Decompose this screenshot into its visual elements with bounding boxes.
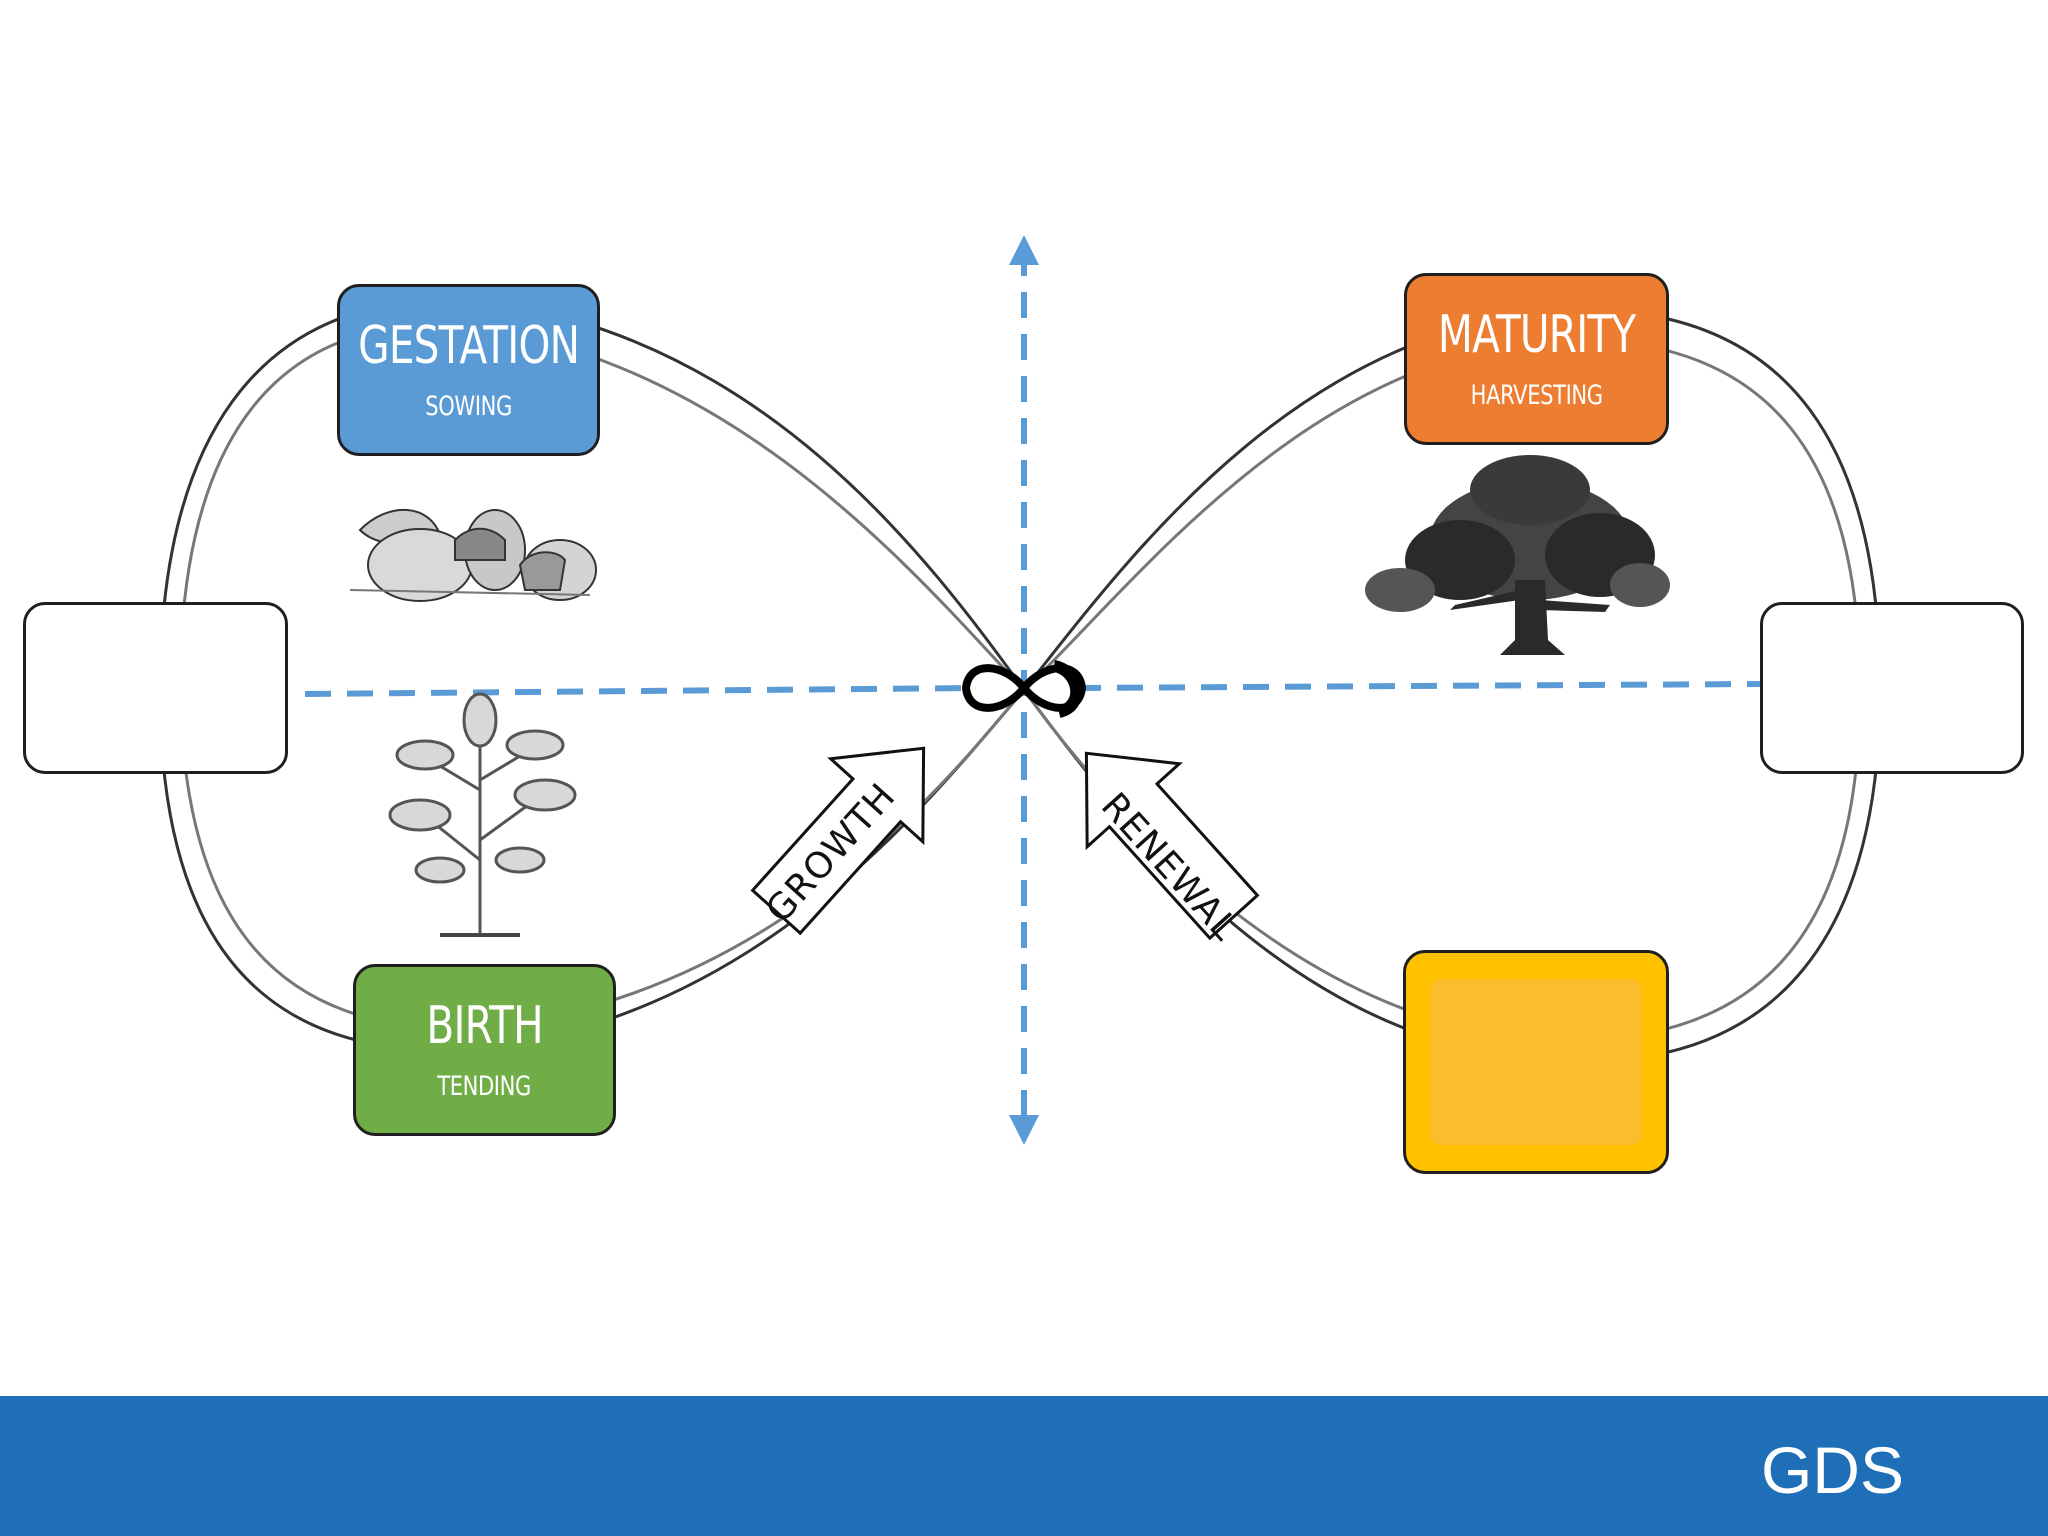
empty-right-box	[1760, 602, 2024, 774]
growth-arrow: GROWTH	[750, 746, 926, 936]
horizontal-axis-right	[1074, 681, 1761, 691]
oak-sapling-icon	[388, 692, 577, 937]
gestation-title: GESTATION	[357, 315, 580, 376]
gestation-subtitle: SOWING	[425, 391, 512, 423]
footer-bar: GDS	[0, 1396, 2048, 1536]
birth-stage-box: BIRTH TENDING	[353, 964, 616, 1136]
horizontal-axis-left	[304, 685, 976, 697]
maturity-subtitle: HARVESTING	[1470, 380, 1603, 412]
growth-label: GROWTH	[758, 776, 903, 931]
maturity-stage-box: MATURITY HARVESTING	[1404, 273, 1669, 445]
infinity-cycle-diagram: GROWTH RENEWAL	[158, 235, 1882, 1145]
footer-logo-text: GDS	[1760, 1433, 1904, 1507]
oak-tree-icon	[1365, 455, 1670, 655]
birth-title: BIRTH	[426, 995, 543, 1056]
yellow-stage-box	[1403, 950, 1669, 1174]
birth-subtitle: TENDING	[437, 1071, 532, 1103]
renewal-arrow: RENEWAL	[1084, 751, 1260, 949]
infinity-icon	[961, 660, 1087, 718]
gestation-stage-box: GESTATION SOWING	[337, 284, 600, 456]
maturity-title: MATURITY	[1437, 304, 1636, 365]
acorns-icon	[349, 508, 597, 602]
yellow-stage-inner	[1431, 979, 1641, 1145]
empty-left-box	[23, 602, 288, 774]
